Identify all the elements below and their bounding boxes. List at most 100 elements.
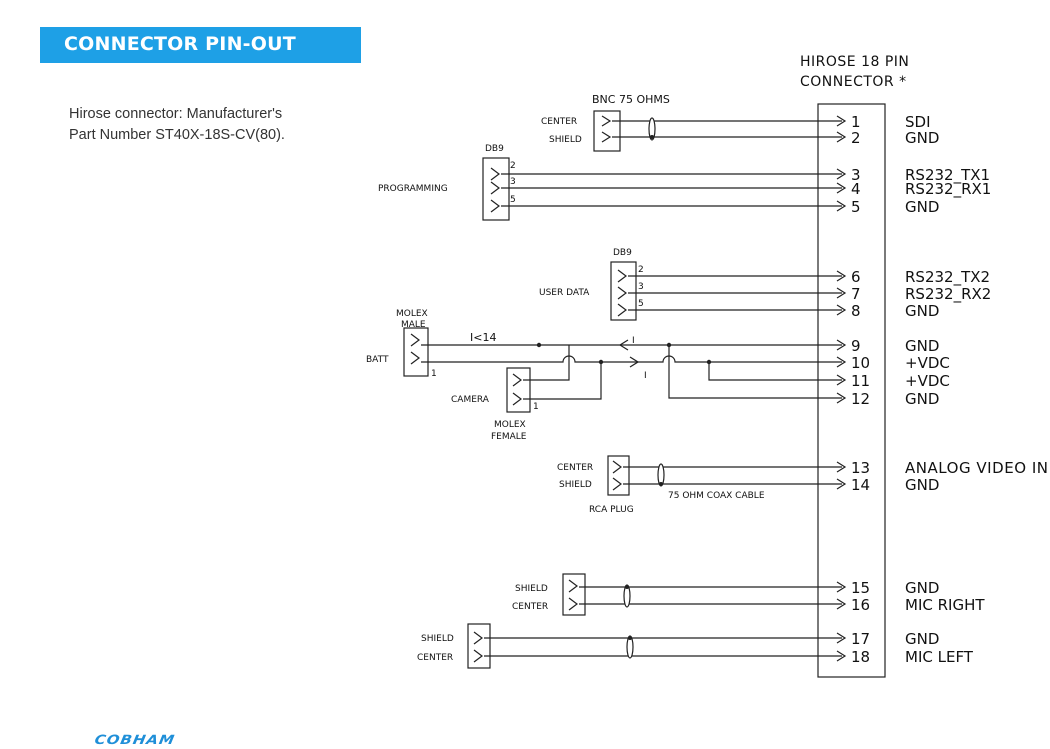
pin-2-contact (836, 131, 847, 143)
pin-3-signal: RS232_TX1 (905, 166, 990, 185)
pin-17-signal: GND (905, 630, 939, 648)
page-title: CONNECTOR PIN-OUT (64, 33, 296, 55)
title-banner: CONNECTOR PIN-OUT (40, 27, 361, 63)
molex-female-label-1: MOLEX (494, 420, 526, 430)
mic-right-wires (562, 573, 842, 616)
current-limit-label: I<14 (470, 331, 496, 344)
mic-right-center-label: CENTER (512, 602, 548, 612)
batt-label: BATT (366, 355, 389, 365)
pin-14-contact (836, 478, 847, 490)
pin-4-signal: RS232_RX1 (905, 180, 991, 199)
pin-4-number: 4 (851, 180, 861, 198)
coax-cable-label: 75 OHM COAX CABLE (668, 491, 765, 501)
pin-6-number: 6 (851, 268, 861, 286)
rca-wires (607, 455, 842, 496)
pin-18-contact (836, 650, 847, 662)
bnc-wires (593, 110, 842, 152)
camera-label: CAMERA (451, 395, 490, 405)
db9-user-data-wires (610, 261, 842, 321)
pin-6-contact (836, 270, 847, 282)
pin-12-signal: GND (905, 390, 939, 408)
pin-10-contact (836, 356, 847, 368)
molex-female-pin-1: 1 (533, 402, 539, 412)
programming-label: PROGRAMMING (378, 184, 448, 194)
db9-prog-pin-5: 5 (510, 195, 516, 205)
molex-female-label-2: FEMALE (491, 432, 527, 442)
rca-center-label: CENTER (557, 463, 593, 473)
mic-left-center-label: CENTER (417, 653, 453, 663)
pin-5-contact (836, 200, 847, 212)
molex-male-label-1: MOLEX (396, 309, 428, 319)
pin-2-number: 2 (851, 129, 861, 147)
db9-user-pin-2: 2 (638, 265, 644, 275)
pin-4-contact (836, 182, 847, 194)
pin-13-number: 13 (851, 459, 870, 477)
user-data-label: USER DATA (539, 288, 590, 298)
pin-10-number: 10 (851, 354, 870, 372)
pin-15-signal: GND (905, 579, 939, 597)
pin-3-number: 3 (851, 166, 861, 184)
intro-line-2: Part Number ST40X-18S-CV(80). (69, 127, 285, 143)
pin-11-contact (836, 374, 847, 386)
pin-16-number: 16 (851, 596, 870, 614)
molex-male-pin-1: 1 (431, 369, 437, 379)
bnc-label: BNC 75 OHMS (592, 93, 670, 106)
pin-3-contact (836, 168, 847, 180)
pin-18-signal: MIC LEFT (905, 648, 974, 666)
pin-14-number: 14 (851, 476, 870, 494)
db9-user-label: DB9 (613, 248, 632, 258)
pin-8-signal: GND (905, 302, 939, 320)
mic-left-wires (467, 623, 842, 669)
pin-10-signal: +VDC (905, 354, 950, 372)
hirose-connector-body (817, 103, 886, 678)
mic-left-shield-label: SHIELD (421, 634, 454, 644)
pin-11-signal: +VDC (905, 372, 950, 390)
pin-8-number: 8 (851, 302, 861, 320)
db9-programming-wires (482, 157, 842, 221)
bnc-center-label: CENTER (541, 117, 577, 127)
pin-8-contact (836, 304, 847, 316)
pin-14-signal: GND (905, 476, 939, 494)
db9-user-pin-5: 5 (638, 299, 644, 309)
pin-12-contact (836, 392, 847, 404)
db9-user-pin-3: 3 (638, 282, 644, 292)
pin-6-signal: RS232_TX2 (905, 268, 990, 287)
bnc-shield-label: SHIELD (549, 135, 582, 145)
pin-7-contact (836, 287, 847, 299)
pin-11-number: 11 (851, 372, 870, 390)
pin-18-number: 18 (851, 648, 870, 666)
pin-13-contact (836, 461, 847, 473)
pin-1-signal: SDI (905, 113, 931, 131)
current-label-1: I (632, 336, 635, 346)
db9-prog-pin-2: 2 (510, 161, 516, 171)
current-label-2: I (644, 371, 647, 381)
pin-7-signal: RS232_RX2 (905, 285, 991, 304)
intro-line-1: Hirose connector: Manufacturer's (69, 106, 283, 122)
power-camera-wires (403, 327, 842, 413)
pin-17-contact (836, 632, 847, 644)
pin-9-contact (836, 339, 847, 351)
mic-right-shield-label: SHIELD (515, 584, 548, 594)
molex-male-label-2: MALE (401, 320, 426, 330)
pin-2-signal: GND (905, 129, 939, 147)
db9-programming-label: DB9 (485, 144, 504, 154)
pin-13-signal: ANALOG VIDEO IN (905, 459, 1048, 477)
rca-plug-label: RCA PLUG (589, 505, 634, 515)
pin-9-signal: GND (905, 337, 939, 355)
pin-16-contact (836, 598, 847, 610)
pin-12-number: 12 (851, 390, 870, 408)
pin-5-signal: GND (905, 198, 939, 216)
connector-title-line-1: HIROSE 18 PIN (800, 54, 909, 70)
db9-prog-pin-3: 3 (510, 177, 516, 187)
pin-15-contact (836, 581, 847, 593)
pin-15-number: 15 (851, 579, 870, 597)
intro-text: Hirose connector: Manufacturer's Part Nu… (69, 104, 349, 146)
rca-shield-label: SHIELD (559, 480, 592, 490)
pin-17-number: 17 (851, 630, 870, 648)
pin-1-number: 1 (851, 113, 861, 131)
pin-1-contact (836, 115, 847, 127)
pin-5-number: 5 (851, 198, 861, 216)
pin-16-signal: MIC RIGHT (905, 596, 985, 614)
pin-9-number: 9 (851, 337, 861, 355)
